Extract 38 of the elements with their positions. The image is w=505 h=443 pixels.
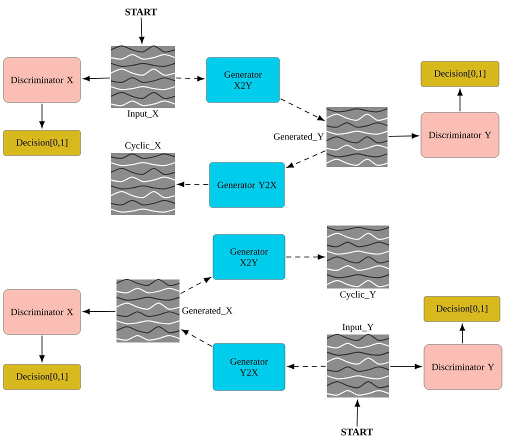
arrow (280, 98, 324, 121)
image-caption: Input_X (128, 110, 159, 119)
arrow (354, 400, 360, 427)
generator-box: Generator X2Y (212, 234, 286, 280)
generator-box: Generator Y2X (212, 343, 286, 391)
decision-box: Decision[0,1] (424, 296, 500, 322)
arrow (286, 150, 326, 168)
decision-box: Decision[0,1] (3, 130, 81, 156)
start-label: START (125, 8, 157, 16)
image-caption: Generated_Y (274, 133, 324, 141)
arrow (286, 254, 325, 260)
image-caption: Cyclic_Y (340, 290, 376, 300)
arrow (177, 182, 209, 188)
start-label: START (341, 428, 373, 436)
arrow (176, 76, 204, 82)
arrow (82, 76, 110, 82)
arrow (39, 103, 45, 128)
arrow (388, 133, 419, 139)
discriminator-box: Discriminator X (3, 57, 81, 103)
arrow (139, 17, 144, 44)
decision-box: Decision[0,1] (420, 61, 500, 87)
arrow (457, 88, 463, 112)
discriminator-box: Discriminator Y (420, 112, 500, 158)
generator-box: Generator X2Y (206, 57, 280, 103)
image-caption: Generated_X (182, 307, 232, 315)
arrow (390, 364, 422, 370)
arrow (39, 335, 45, 362)
generator-box: Generator Y2X (209, 162, 285, 208)
arrow (460, 324, 466, 344)
arrow (180, 277, 211, 294)
discriminator-box: Discriminator X (3, 289, 81, 335)
arrow (287, 364, 326, 370)
discriminator-box: Discriminator Y (424, 344, 502, 390)
image-caption: Cyclic_X (125, 142, 162, 151)
image-caption: Input_Y (342, 324, 374, 332)
decision-box: Decision[0,1] (3, 364, 81, 390)
arrow (182, 329, 212, 347)
arrow (82, 308, 116, 314)
